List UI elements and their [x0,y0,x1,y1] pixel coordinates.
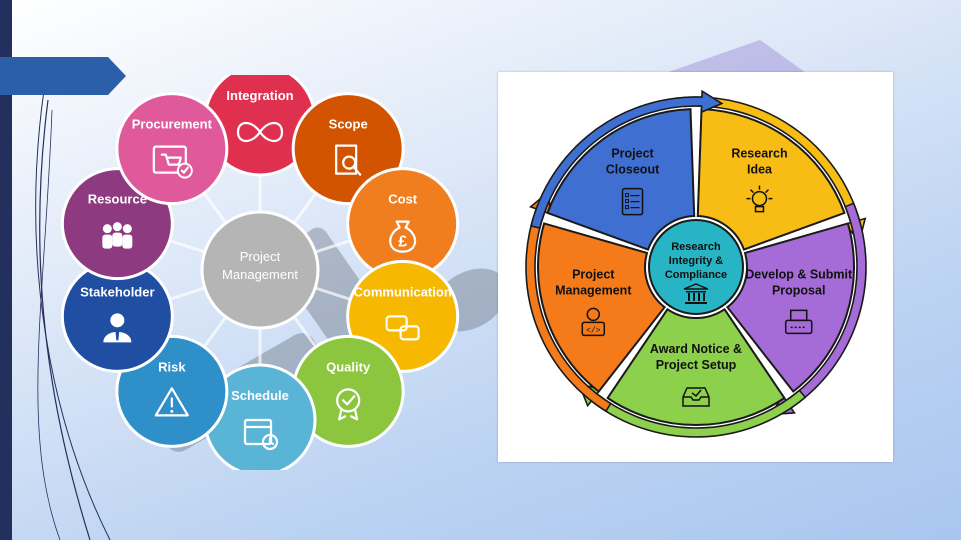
money-bag-icon: £ [389,220,417,253]
cycle-segment-label: Proposal [772,283,826,297]
cycle-segment-label: Project [611,147,654,161]
people-group-icon [102,222,133,249]
hub-label-line3: Compliance [665,269,727,281]
wheel-center-label-line2: Management [222,267,298,282]
checklist-icon [621,187,644,216]
wheel-center[interactable]: Project Management [200,210,320,330]
warning-icon [154,387,189,417]
wheel-node-label: Procurement [132,117,213,132]
calendar-clock-icon [243,418,279,451]
speech-bubbles-icon [385,315,420,341]
wheel-node-label: Stakeholder [80,284,154,299]
wheel-node-circle [115,92,229,206]
shopping-cart-icon [152,145,193,179]
typewriter-icon [784,309,813,335]
cycle-segment-shape [725,222,855,393]
cycle-arrow [683,96,867,243]
slide-left-bar [0,0,12,540]
lightbulb-icon [746,185,773,213]
wheel-node-label: Resource [88,192,147,207]
wheel-node-label: Quality [326,359,371,374]
hub-label-line1: Research [671,241,721,253]
developer-icon: </> [581,307,606,337]
title-arrow-shape [0,57,126,95]
cycle-arrow [769,202,867,416]
cycle-segment-shape [696,108,846,251]
cycle-hub[interactable]: Research Integrity & Compliance [648,219,744,315]
wheel-node-label: Scope [329,117,368,132]
cycle-segment-label: Management [555,283,632,297]
wheel-node-quality[interactable]: Quality [291,334,405,448]
cycle-segment-label: Award Notice & [650,342,742,356]
wheel-node-cost[interactable]: Cost £ [346,167,460,281]
wheel-node-label: Schedule [231,388,289,403]
cycle-segment-shape [606,307,786,426]
wheel-node-procurement[interactable]: Procurement [115,92,229,206]
cycle-arrow [530,89,724,230]
cycle-segment-label: Closeout [606,163,660,177]
cycle-segment-label: Idea [747,163,773,177]
cycle-arrow [577,382,807,438]
wheel-center-label-line1: Project [240,249,281,264]
cycle-segment-label: Research [731,147,787,161]
wheel-node-label: Risk [158,359,186,374]
cycle-segment-label: Project Setup [656,358,737,372]
wheel-node-label: Cost [388,192,418,207]
cycle-segment-shape [537,222,667,393]
magnifier-document-icon [335,144,362,176]
quality-badge-icon [336,388,361,421]
svg-text:</>: </> [586,326,601,335]
cycle-segment-shape [546,108,696,251]
infinity-icon [236,121,284,143]
inbox-icon [682,387,710,407]
svg-text:£: £ [398,234,407,251]
wheel-node-schedule[interactable]: Schedule [203,363,317,470]
wheel-node-label: Communication [354,284,452,299]
wheel-node-label: Integration [226,88,293,103]
cycle-arrow [525,190,612,413]
cycle-segment-label: Develop & Submit [745,267,853,281]
bank-building-icon [683,283,709,304]
cycle-segment-2[interactable]: Award Notice & Project Setup [577,307,807,438]
cycle-segment-label: Project [572,267,615,281]
hub-label-line2: Integrity & [669,255,723,267]
wheel-node-stakeholder[interactable]: Stakeholder [60,259,174,373]
person-icon [103,313,132,343]
